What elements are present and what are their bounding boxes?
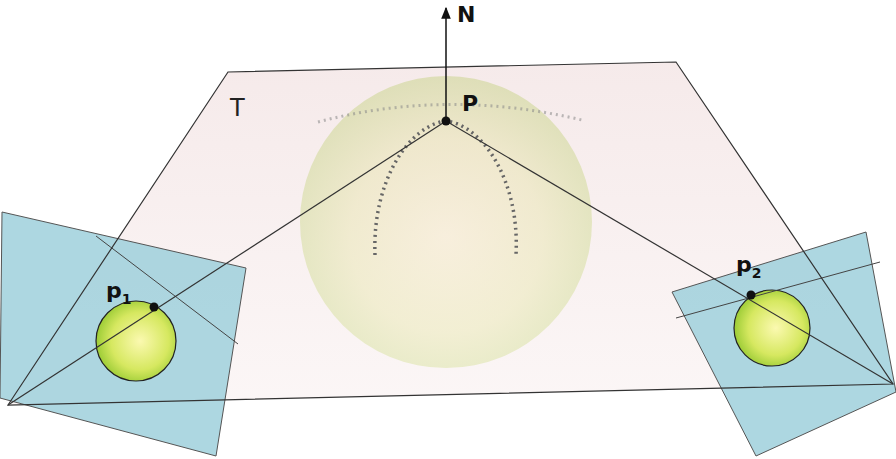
image-line [676,262,880,318]
image-plane [672,232,896,456]
point-label: P [462,93,478,115]
epipolar-plane [8,62,893,405]
image-sphere [96,301,176,381]
image-point-label: p2 [736,254,762,280]
point-label: T [230,96,245,120]
normal-arrow [445,8,447,121]
point-dot [150,303,159,312]
image-point-label: p1 [106,280,132,306]
point-label: N [457,4,475,26]
image-line [96,236,238,344]
projection-ray [8,121,446,405]
image-plane [0,212,246,456]
point-dot [442,117,451,126]
projection-ray [446,121,893,384]
surface-arc [375,121,516,255]
plane-outline [8,62,893,405]
point-dot [747,291,756,300]
